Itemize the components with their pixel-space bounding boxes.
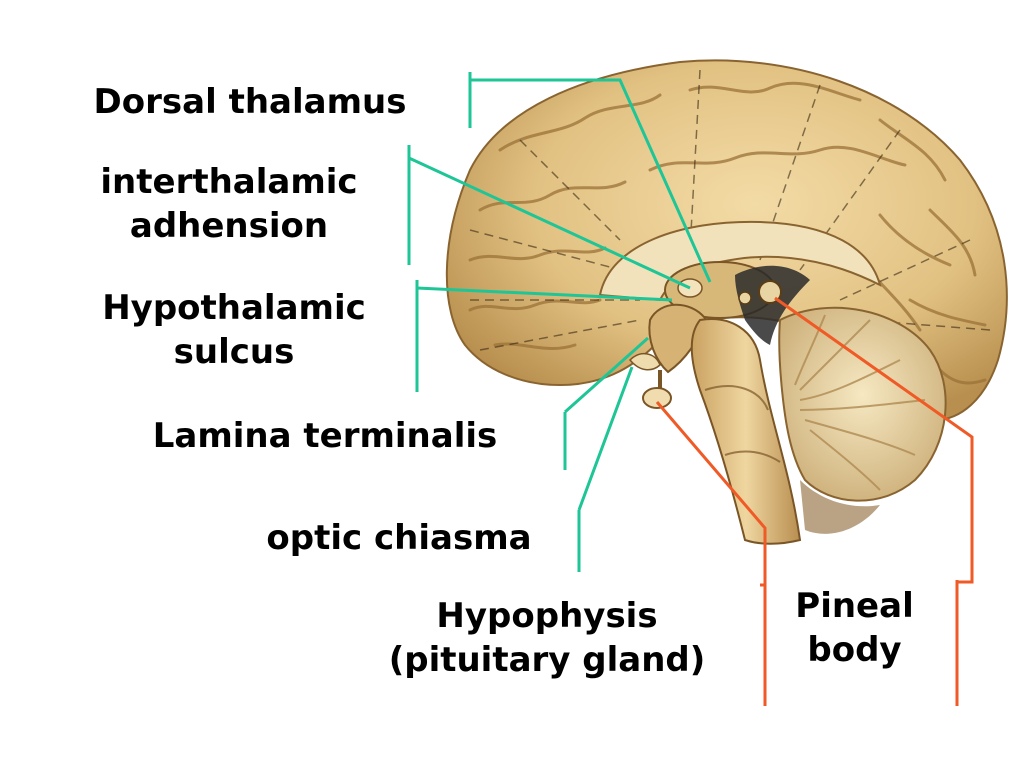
leader-dorsal-thalamus (468, 72, 712, 283)
leader-interthalamic (407, 145, 691, 290)
cerebellum (778, 306, 947, 502)
leader-lamina (563, 336, 649, 470)
label-interthalamic-adhesion: interthalamic adhension (100, 162, 358, 246)
label-hypothalamic-sulcus: Hypothalamic sulcus (102, 288, 366, 372)
label-pineal-body: Pineal body (795, 586, 914, 670)
leader-hypophysis (655, 401, 767, 706)
arbor-vitae (794, 314, 926, 491)
label-hypophysis: Hypophysis (pituitary gland) (388, 596, 706, 680)
label-lamina-terminalis: Lamina terminalis (152, 416, 498, 456)
label-optic-chiasma: optic chiasma (266, 518, 532, 558)
ventricle (735, 265, 810, 345)
teal-leader-lines (407, 72, 712, 572)
leader-pineal (774, 296, 974, 706)
leader-hypothalamic (415, 280, 673, 392)
red-leader-lines (655, 296, 974, 706)
optic-chiasma (628, 353, 661, 371)
leader-optic (577, 366, 634, 572)
hypophysis (642, 387, 672, 409)
label-dorsal-thalamus: Dorsal thalamus (93, 82, 407, 122)
brainstem (690, 318, 802, 545)
